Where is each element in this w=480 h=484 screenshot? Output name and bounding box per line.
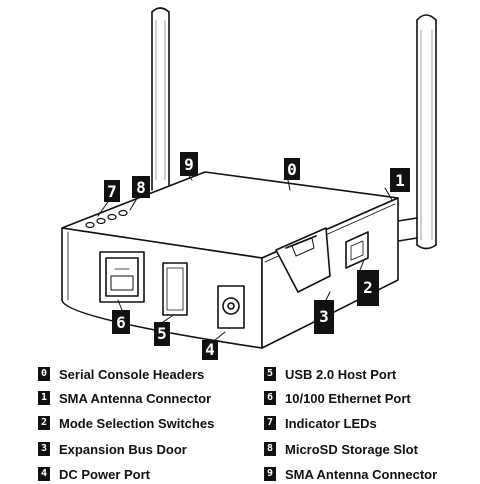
legend-label: SMA Antenna Connector [285,466,438,482]
legend-number: 9 [264,467,276,481]
svg-text:6: 6 [116,313,126,332]
usb-port [162,262,188,316]
left-antenna [151,7,170,191]
legend-number: 3 [38,442,50,456]
legend-number: 2 [38,416,50,430]
legend-number: 5 [264,367,276,381]
ethernet-port [99,251,145,303]
legend-number: 1 [38,391,50,405]
legend-number: 7 [264,416,276,430]
svg-text:2: 2 [363,278,373,297]
callout-3: 3 [314,300,334,334]
legend-label: Serial Console Headers [59,366,205,382]
callout-7: 7 [104,180,120,202]
callout-6: 6 [112,310,130,334]
callout-9: 9 [180,152,198,176]
indicator-leds [85,209,128,229]
legend-number: 6 [264,391,276,405]
svg-text:0: 0 [287,160,297,179]
legend-item-7: 7 Indicator LEDs [264,413,377,433]
legend-item-3: 3 Expansion Bus Door [38,439,187,459]
callout-8: 8 [132,176,150,198]
legend-number: 4 [38,467,50,481]
legend-item-6: 6 10/100 Ethernet Port [264,388,411,408]
svg-text:5: 5 [157,324,167,343]
legend-number: 8 [264,442,276,456]
svg-text:8: 8 [136,178,146,197]
svg-text:9: 9 [184,155,194,174]
svg-text:7: 7 [107,182,117,201]
legend-label: DC Power Port [59,466,151,482]
legend-number: 0 [38,367,50,381]
legend-label: MicroSD Storage Slot [285,441,418,457]
legend-item-2: 2 Mode Selection Switches [38,413,214,433]
legend-label: Expansion Bus Door [59,441,187,457]
legend-label: SMA Antenna Connector [59,390,212,406]
callout-4: 4 [202,340,218,360]
svg-text:1: 1 [395,171,405,190]
callout-0: 0 [284,158,300,180]
svg-text:3: 3 [319,307,329,326]
mode-switch [345,231,369,269]
callout-1: 1 [390,168,410,192]
legend-item-5: 5 USB 2.0 Host Port [264,364,396,384]
callout-2: 2 [357,270,379,306]
router-diagram: 0 1 2 3 4 5 6 7 8 9 [61,7,437,360]
legend-item-1: 1 SMA Antenna Connector [38,388,211,408]
legend-label: Mode Selection Switches [59,415,215,431]
legend-label: Indicator LEDs [285,415,377,431]
legend-item-0: 0 Serial Console Headers [38,364,204,384]
svg-text:4: 4 [205,340,215,359]
expansion-bus-door [275,227,331,293]
legend-item-8: 8 MicroSD Storage Slot [264,439,418,459]
legend-item-9: 9 SMA Antenna Connector [264,464,437,484]
legend-label: 10/100 Ethernet Port [285,390,411,406]
legend-label: USB 2.0 Host Port [285,366,397,382]
legend-item-4: 4 DC Power Port [38,464,150,484]
legend: 0 Serial Console Headers 1 SMA Antenna C… [0,360,480,482]
callout-5: 5 [154,322,170,346]
dc-power-port [217,285,245,329]
